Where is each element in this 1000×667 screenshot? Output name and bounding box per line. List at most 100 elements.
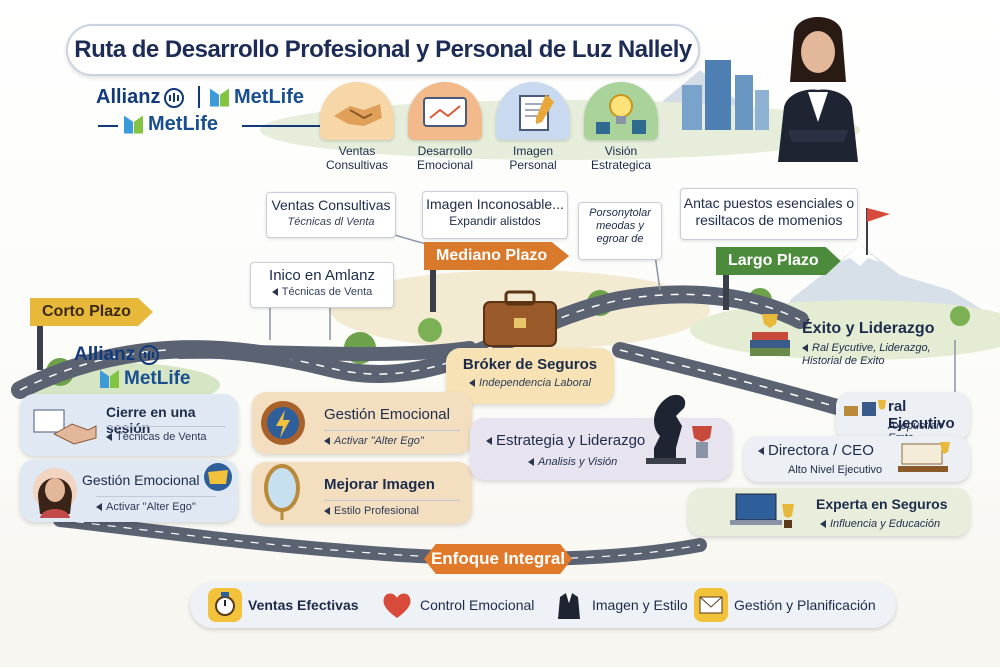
books-trophy-icon (748, 310, 794, 365)
logo-divider (198, 86, 200, 108)
card-subtitle: Alto Nivel Ejecutivo (788, 464, 883, 476)
allianz-mark-icon (139, 345, 160, 365)
businesswoman-illustration (778, 17, 858, 162)
logo-rule-left (98, 125, 118, 127)
callout-subtitle: Expandir alistdos (449, 214, 541, 228)
callout-line: meodas y (596, 220, 644, 232)
card-title: Experta en Seguros (816, 496, 948, 512)
screen-icon (408, 82, 482, 140)
callout-title: Imagen Inconosable... (426, 196, 564, 212)
pillar-label: Desarrollo Emocional (416, 144, 474, 172)
card-subtitle: Estilo Profesional (334, 505, 419, 517)
triangle-icon (96, 503, 102, 512)
callout-ventas-consultivas: Ventas Consultivas Técnicas dl Venta (266, 192, 396, 238)
card-subtitle: Independencia Laboral (479, 377, 591, 389)
triangle-icon (469, 379, 476, 388)
bottom-item-control: Control Emocional (380, 588, 534, 622)
card-broker: Bróker de Seguros Independencia Laboral (446, 348, 614, 404)
callout-subtitle: Técnicas dl Venta (287, 216, 375, 228)
card-title: Estrategia y Liderazgo (496, 432, 646, 449)
chess-knight-icon (646, 394, 712, 464)
bottom-item-label: Control Emocional (420, 597, 535, 613)
card-gestion-mid: Gestión Emocional Activar "Alter Ego" (252, 392, 472, 454)
contract-handshake-icon (30, 406, 100, 451)
allianz-logo-text: Allianz (96, 86, 161, 108)
pillar-label: Ventas Consultivas (325, 144, 389, 172)
allianz-logo: Allianz (96, 86, 185, 109)
metlife-logo-text: MetLife (124, 368, 191, 389)
bottom-item-gestion: Gestión y Planificación (694, 588, 876, 622)
metlife-logo-top: MetLife (210, 86, 304, 109)
callout-imagen: Imagen Inconosable... Expandir alistdos (422, 191, 568, 239)
card-directora: Directora / CEO Alto Nivel Ejecutivo (744, 436, 970, 482)
callout-line: Porsonytolar (589, 207, 651, 219)
lightbulb-icon (584, 82, 658, 140)
bottom-item-label: Ventas Efectivas (248, 597, 359, 613)
bottom-focus-bar (190, 582, 896, 628)
pillar-ventas-consultivas: Ventas Consultivas (320, 82, 394, 172)
notepad-icon (496, 82, 570, 140)
callout-title: Ventas Consultivas (271, 197, 391, 213)
card-subtitle: Activar "Alter Ego" (106, 501, 196, 513)
envelope-icon (694, 588, 728, 622)
triangle-icon (324, 507, 330, 516)
office-desk-icon (894, 440, 954, 485)
card-subtitle: Analisis y Visión (538, 456, 618, 468)
road-metlife-logo: MetLife (100, 368, 191, 390)
card-title: Gestión Emocional (324, 406, 450, 423)
callout-title: Inico en Amlanz (269, 267, 375, 284)
avatar (758, 12, 878, 162)
logo-rule-right (242, 125, 320, 127)
metlife-mark-icon (124, 115, 144, 134)
card-exito: Éxito y Liderazgo Ral Eycutive, Liderazg… (744, 310, 958, 372)
metlife-logo-text: MetLife (148, 113, 218, 135)
blazer-icon (552, 588, 586, 622)
card-subtitle: Activar "Alter Ego" (334, 435, 424, 447)
sign-post (430, 266, 436, 312)
callout-antac: Antac puestos esenciales o resiltacos de… (680, 188, 858, 240)
triangle-icon (820, 520, 826, 529)
triangle-icon (528, 458, 534, 467)
page-title: Ruta de Desarrollo Profesional y Persona… (66, 24, 700, 76)
bottom-item-label: Gestión y Planificación (734, 597, 876, 613)
metlife-logo-text: MetLife (234, 86, 304, 108)
mirror-icon (262, 464, 302, 527)
envelope-badge-icon (200, 462, 236, 497)
stage-sign-largo: Largo Plazo (716, 247, 841, 275)
triangle-icon (802, 344, 808, 353)
pillar-label: Visión Estrategica (590, 144, 652, 172)
callout-subtitle: Técnicas de Venta (281, 286, 373, 298)
pillar-desarrollo-emocional: Desarrollo Emocional (408, 82, 482, 172)
card-mejorar-imagen: Mejorar Imagen Estilo Profesional (252, 462, 472, 524)
metlife-mark-icon (100, 370, 120, 388)
desk-trophy-icon (842, 398, 888, 425)
card-title: Mejorar Imagen (324, 476, 435, 493)
allianz-logo-text: Allianz (74, 344, 136, 365)
triangle-icon (486, 437, 492, 446)
triangle-icon (271, 288, 278, 297)
triangle-icon (324, 437, 330, 446)
card-title: ral Ejecutivo (888, 398, 955, 432)
triangle-icon (106, 433, 112, 442)
bottom-item-ventas: Ventas Efectivas (208, 588, 359, 622)
sign-post (37, 322, 43, 370)
pillar-imagen-personal: Imagen Personal (496, 82, 570, 172)
callout-line: Antac puestos esenciales o (683, 195, 855, 211)
allianz-mark-icon (164, 87, 185, 108)
enfoque-integral-banner: Enfoque Integral (424, 544, 572, 574)
pillar-label: Imagen Personal (509, 144, 557, 172)
card-title: Gestión Emocional (82, 472, 200, 488)
metlife-logo-bottom: MetLife (124, 113, 218, 136)
card-estrategia: Estrategia y Liderazgo Analisis y Visión (470, 418, 732, 480)
laptop-trophy-icon (718, 492, 798, 537)
card-title: Directora / CEO (768, 442, 874, 459)
brain-lightning-icon (258, 398, 308, 453)
card-cierre: Cierre en una sesión Técnicas de Venta (20, 394, 238, 456)
callout-line: egroar de (596, 233, 644, 245)
watch-icon (208, 588, 242, 622)
callout-inicio: Inico en Amlanz Técnicas de Venta (250, 262, 394, 308)
stage-sign-corto: Corto Plazo (30, 298, 153, 326)
triangle-icon (758, 447, 764, 456)
card-subtitle: Influencia y Educación (830, 518, 941, 530)
